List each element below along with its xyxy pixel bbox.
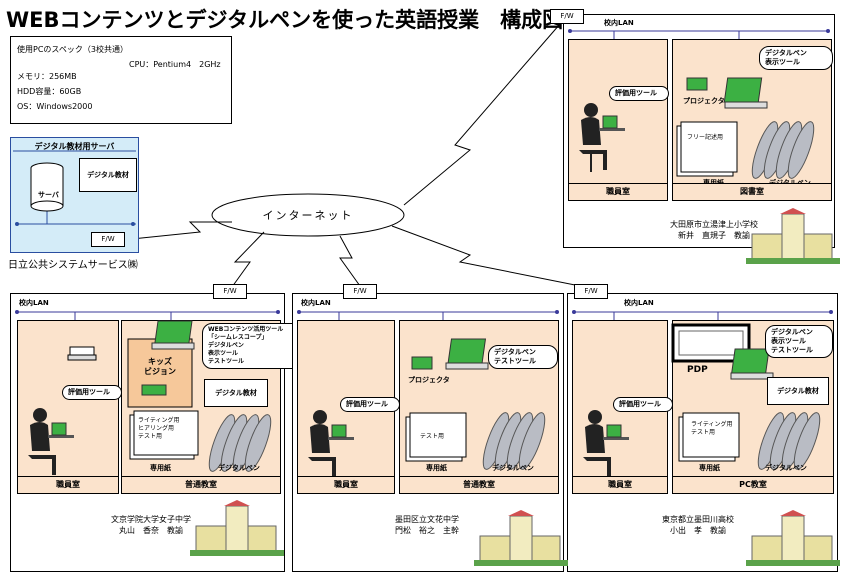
school-4-tool: 評価用ツール (613, 397, 673, 412)
school-1-projector: プロジェクタ (683, 97, 725, 105)
school-4-material: デジタル教材 (767, 377, 829, 405)
server-label: サーバ (38, 191, 59, 199)
school-2-lan: 校内LAN (19, 299, 49, 307)
school-1: F/W 校内LAN 評価用ツール 職員室 デジタルペン 表示ツール プロジェクタ… (550, 9, 835, 248)
school-3-room-label: 普通教室 (400, 476, 558, 493)
school-4-fw: F/W (574, 284, 608, 299)
school-building-icon (746, 208, 840, 264)
link-school-4 (391, 225, 586, 288)
school-3-classroom: デジタルペン テストツール プロジェクタ テスト用 専用紙 デジタルペン 普通教… (399, 320, 559, 494)
school-4-paper-caption: 専用紙 (699, 464, 720, 472)
school-2-room-label: 普通教室 (122, 476, 280, 493)
school-4-callout: デジタルペン 表示ツール テストツール (765, 325, 833, 358)
spec-hdd: HDD容量：60GB (17, 87, 82, 96)
school-2-fw: F/W (213, 284, 247, 299)
school-3-callout: デジタルペン テストツール (488, 345, 558, 369)
server-block: デジタル教材用サーバ サーバ デジタル教材 F/W (10, 137, 139, 253)
school-3-lan: 校内LAN (301, 299, 331, 307)
school-2-pen-caption: デジタルペン (218, 464, 260, 472)
spec-heading: 使用PCのスペック（3校共通） (17, 45, 128, 54)
school-2: F/W 校内LAN 評価用ツール 職員室 キッズ ビジョン WE (10, 284, 302, 572)
server-title: デジタル教材用サーバ (34, 142, 115, 151)
school-1-room-label: 図書室 (673, 183, 831, 200)
spec-memory: メモリ：256MB (17, 72, 77, 81)
internet-cloud (211, 193, 405, 237)
school-2-tv: キッズ ビジョン (144, 357, 176, 376)
server-material-box: デジタル教材 (79, 158, 137, 192)
school-4-pdp: PDP (687, 365, 708, 375)
school-4-pc-room: PDP デジタルペン 表示ツール テストツール デジタル教材 ライティング用 テ… (671, 320, 834, 494)
school-2-staff-room: 評価用ツール 職員室 (17, 320, 122, 494)
school-2-material: デジタル教材 (204, 379, 268, 407)
school-2-paper-caption: 専用紙 (150, 464, 171, 472)
school-3-pen-caption: デジタルペン (492, 464, 534, 472)
link-school-2 (231, 231, 265, 288)
school-4-paper-label: ライティング用 テスト用 (691, 421, 733, 436)
teacher-figure (579, 103, 625, 172)
school-1-callout: デジタルペン 表示ツール (759, 46, 833, 70)
school-1-fw: F/W (550, 9, 584, 24)
school-4-staff-room-label: 職員室 (573, 476, 667, 493)
spec-cpu: CPU：Pentium4 2GHz (129, 60, 221, 69)
school-1-tool: 評価用ツール (609, 86, 669, 101)
school-3-fw: F/W (343, 284, 377, 299)
school-3-name: 墨田区立文花中学 門松 裕之 主幹 (395, 515, 459, 535)
school-3-staff-room-label: 職員室 (298, 476, 394, 493)
school-4-room-label: PC教室 (673, 476, 833, 493)
school-building-icon (190, 500, 284, 556)
school-1-paper-label: フリー記述用 (687, 134, 724, 141)
pc-spec-box: 使用PCのスペック（3校共通） CPU：Pentium4 2GHz メモリ：25… (10, 36, 232, 124)
school-4-pen-caption: デジタルペン (765, 464, 807, 472)
school-1-staff-room: 評価用ツール 職員室 (568, 39, 669, 201)
link-school-3 (339, 235, 361, 287)
school-4-name: 東京都立墨田川高校 小出 孝 教諭 (662, 515, 734, 535)
school-building-icon (474, 510, 568, 566)
page-title: WEBコンテンツとデジタルペンを使った英語授業 構成図 (6, 8, 564, 32)
school-2-callout: WEBコンテンツ活用ツール 「シームレスコープ」 デジタルペン 表示ツール テス… (202, 323, 302, 369)
link-server (121, 221, 232, 241)
spec-os: OS：Windows2000 (17, 102, 93, 111)
school-1-library: デジタルペン 表示ツール プロジェクタ フリー記述用 専用紙 デジタルペン 図書… (672, 39, 833, 201)
school-2-staff-room-label: 職員室 (18, 476, 118, 493)
school-3-projector: プロジェクタ (408, 376, 450, 384)
internet-label: インターネット (262, 209, 354, 222)
school-3: F/W 校内LAN 評価用ツール 職員室 デジタルペン テストツール プロジェク… (292, 284, 564, 572)
school-3-paper-caption: 専用紙 (426, 464, 447, 472)
school-3-paper-label: テスト用 (420, 433, 445, 440)
school-2-classroom: キッズ ビジョン WEBコンテンツ活用ツール 「シームレスコープ」 デジタルペン… (121, 320, 302, 494)
school-2-name: 文京学院大学女子中学 丸山 香奈 教諭 (111, 515, 191, 535)
school-4-staff-room: 評価用ツール 職員室 (572, 320, 673, 494)
school-1-staff-room-label: 職員室 (569, 183, 667, 200)
school-2-paper-label: ライティング用 ヒアリング用 テスト用 (138, 417, 180, 440)
school-1-lan: 校内LAN (604, 19, 634, 27)
server-drawing (13, 150, 136, 226)
school-4: F/W 校内LAN 評価用ツール 職員室 PDP デジタルペン 表示ツール テス… (567, 284, 838, 572)
server-fw: F/W (91, 232, 125, 247)
school-4-lan: 校内LAN (624, 299, 654, 307)
school-3-staff-room: 評価用ツール 職員室 (297, 320, 400, 494)
server-provider: 日立公共システムサービス㈱ (8, 260, 138, 271)
link-school-1 (403, 23, 561, 206)
school-building-icon (746, 510, 840, 566)
school-1-name: 大田原市立湯津上小学校 新井 直規子 教諭 (670, 220, 758, 240)
